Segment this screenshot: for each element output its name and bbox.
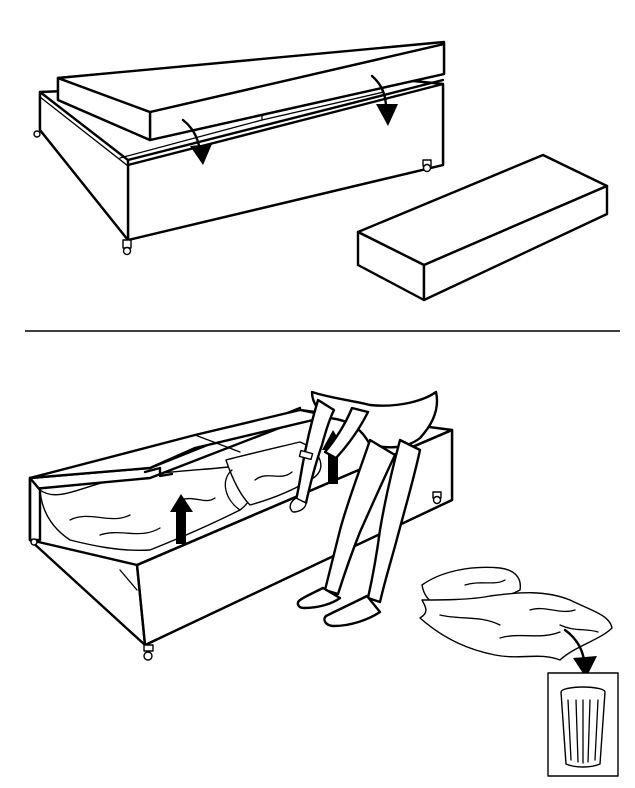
bottom-panel [28,390,619,777]
caster-wheel-icon [30,538,38,546]
caster-wheel-icon [422,159,432,173]
plastic-wrap [419,566,613,661]
person-figure [289,390,439,628]
trash-bin-icon [547,672,619,777]
caster-wheel-icon [33,130,41,138]
caster-wheel-icon [122,239,132,256]
down-arrow-icon [181,118,212,165]
removed-cushion [356,153,609,302]
up-arrow-icon [170,494,193,544]
mattress-topper [56,40,446,142]
caster-wheel-icon [143,644,154,661]
discard-arrow-icon [563,628,597,678]
top-panel [33,40,609,302]
caster-wheel-icon [432,491,442,505]
down-arrow-icon [370,74,398,126]
